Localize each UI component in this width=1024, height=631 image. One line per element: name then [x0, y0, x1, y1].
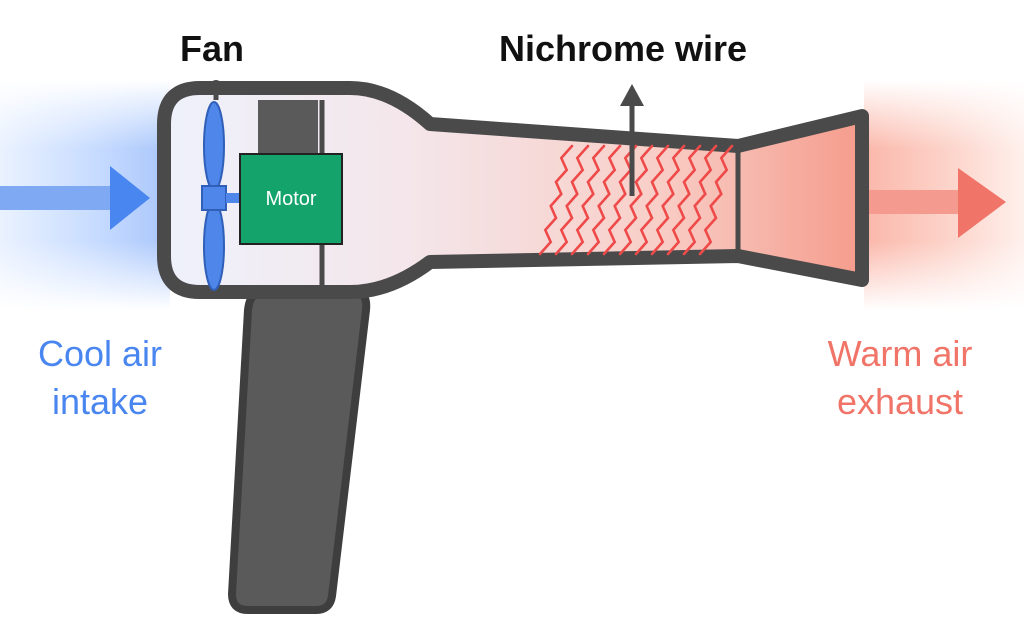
cool-air-arrow-icon: [0, 166, 150, 230]
heating-coil-strand: [682, 144, 718, 256]
heating-coil-strand: [570, 144, 606, 256]
cool-air-intake-label: Cool air intake: [18, 330, 182, 426]
heating-coil-strand: [586, 144, 622, 256]
heating-coil-strand: [618, 144, 654, 256]
dryer-handle: [228, 288, 371, 614]
warm-air-arrow-icon: [868, 168, 1006, 238]
heating-coil-strand: [650, 144, 686, 256]
heating-coil-strand: [666, 144, 702, 256]
fan-label: Fan: [180, 28, 245, 69]
heating-coil-strand: [538, 144, 574, 256]
heating-coil-strand: [554, 144, 590, 256]
warm-air-label-line2: exhaust: [836, 381, 964, 422]
motor-box: [239, 153, 343, 245]
heating-coil-strand: [698, 144, 734, 256]
heating-coil-strand: [634, 144, 670, 256]
fan-icon: [201, 101, 242, 291]
heating-coil: [538, 144, 734, 256]
warm-air-label-line1: Warm air: [827, 333, 973, 374]
nichrome-pointer-arrow-icon: [620, 84, 644, 196]
motor-label: Motor: [265, 188, 317, 210]
heating-coil-strand: [602, 144, 638, 256]
cool-air-label-line2: intake: [51, 381, 149, 422]
fan-axle-cap: [210, 80, 222, 92]
cool-air-label-line1: Cool air: [37, 333, 163, 374]
warm-air-exhaust-label: Warm air exhaust: [808, 330, 992, 426]
nichrome-wire-label: Nichrome wire: [499, 28, 748, 69]
motor-mount: [258, 100, 318, 156]
